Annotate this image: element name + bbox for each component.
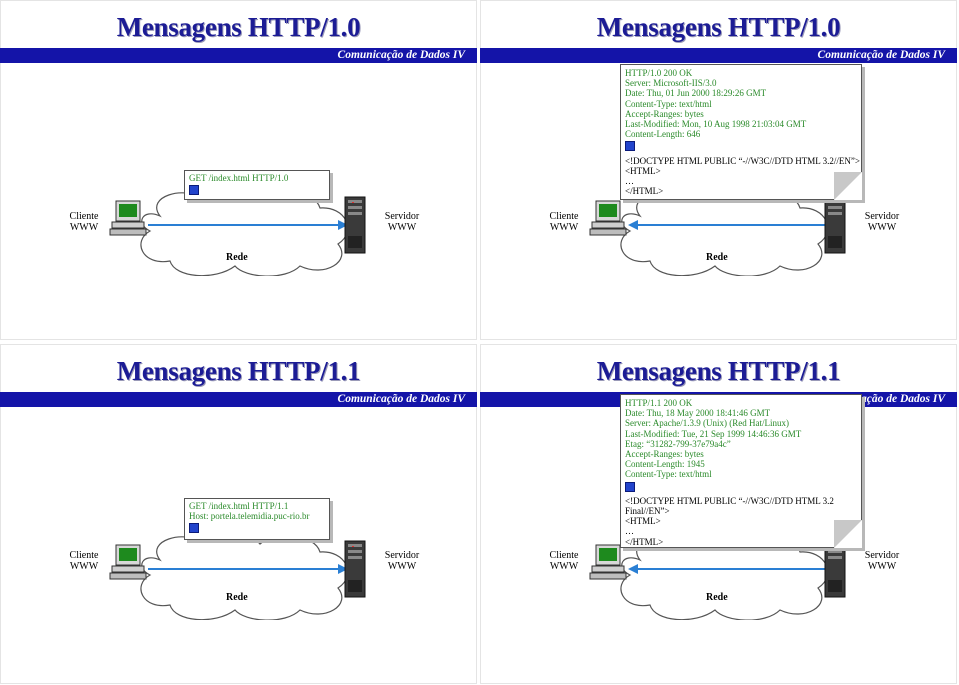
course-label: Comunicação de Dados IV [337,393,465,405]
response-arrow-line [638,568,828,570]
server-tower-icon [824,540,846,598]
header-line: Server: Apache/1.3.9 (Unix) (Red Hat/Lin… [625,418,789,429]
http-request-note: GET /index.html HTTP/1.1 Host: portela.t… [184,498,330,540]
request-arrow-line [148,568,338,570]
network-label: Rede [706,252,728,263]
client-computer-icon [589,200,627,236]
header-line: Accept-Ranges: bytes [625,108,704,119]
network-label: Rede [226,592,248,603]
footer-bar: Comunicação de Dados IV [480,48,957,63]
request-arrow-line [148,224,338,226]
header-end-icon [625,141,635,152]
server-label: Servidor WWW [864,211,900,233]
slide-http10-response: Mensagens HTTP/1.0 Comunicação de Dados … [480,0,957,340]
body-line: … [625,176,634,187]
slide-http10-request: Mensagens HTTP/1.0 Comunicação de Dados … [0,0,477,340]
server-label: Servidor WWW [864,550,900,572]
arrow-right-icon [338,564,348,574]
client-label: Cliente WWW [549,211,579,233]
server-tower-icon [344,196,366,254]
footer-bar: Comunicação de Dados IV [0,392,477,407]
header-line: HTTP/1.1 200 OK [625,398,693,408]
body-line: Final//EN”> [625,506,670,517]
slide-http11-response: Mensagens HTTP/1.1 Comunicação de Dados … [480,344,957,684]
request-line: GET /index.html HTTP/1.0 [189,173,289,183]
server-label: Servidor WWW [384,550,420,572]
request-line: GET /index.html HTTP/1.1 [189,501,289,511]
client-label: Cliente WWW [69,550,99,572]
slide-title: Mensagens HTTP/1.1 [596,356,841,386]
arrow-left-icon [628,220,638,230]
header-line: Content-Length: 1945 [625,459,705,470]
header-line: Last-Modified: Tue, 21 Sep 1999 14:46:36… [625,428,802,439]
header-line: HTTP/1.0 200 OK [625,68,693,78]
header-end-icon [625,481,635,492]
footer-bar: Comunicação de Dados IV [0,48,477,63]
message-end-icon [189,523,199,534]
header-line: Content-Type: text/html [625,98,712,109]
body-line: <!DOCTYPE HTML PUBLIC “-//W3C//DTD HTML … [625,155,860,166]
body-line: </HTML> [625,536,664,547]
response-body: <!DOCTYPE HTML PUBLIC “-//W3C//DTD HTML … [625,496,857,547]
header-line: Content-Length: 646 [625,129,701,140]
header-line: Date: Thu, 18 May 2000 18:41:46 GMT [625,408,771,419]
slide-title: Mensagens HTTP/1.0 [596,12,841,42]
slide-http11-request: Mensagens HTTP/1.1 Comunicação de Dados … [0,344,477,684]
header-line: Date: Thu, 01 Jun 2000 18:29:26 GMT [625,88,767,99]
client-label: Cliente WWW [549,550,579,572]
client-computer-icon [109,544,147,580]
message-end-icon [189,185,199,196]
network-cloud [140,531,349,620]
client-label: Cliente WWW [69,211,99,233]
course-label: Comunicação de Dados IV [337,49,465,61]
network-label: Rede [226,252,248,263]
arrow-right-icon [338,220,348,230]
network-label: Rede [706,592,728,603]
server-tower-icon [824,196,846,254]
response-body: <!DOCTYPE HTML PUBLIC “-//W3C//DTD HTML … [625,155,860,197]
course-label: Comunicação de Dados IV [817,49,945,61]
header-line: Server: Microsoft-IIS/3.0 [625,78,717,89]
body-line: </HTML> [625,186,664,197]
arrow-left-icon [628,564,638,574]
http-request-note: GET /index.html HTTP/1.0 [184,170,330,200]
header-line: Accept-Ranges: bytes [625,449,704,460]
body-line: <!DOCTYPE HTML PUBLIC “-//W3C//DTD HTML … [625,495,834,506]
header-line: Last-Modified: Mon, 10 Aug 1998 21:03:04… [625,119,807,130]
header-line: Content-Type: text/html [625,469,712,480]
slide-title: Mensagens HTTP/1.0 [116,12,361,42]
host-header: Host: portela.telemidia.puc-rio.br [189,511,310,522]
client-computer-icon [109,200,147,236]
client-computer-icon [589,544,627,580]
server-tower-icon [344,540,366,598]
slide-title: Mensagens HTTP/1.1 [116,356,361,386]
response-arrow-line [638,224,828,226]
body-line: … [625,526,634,537]
body-line: <HTML> [625,165,661,176]
page-fold [834,172,862,200]
body-line: <HTML> [625,516,661,527]
header-line: Etag: “31282-799-37e79a4c” [625,438,731,449]
server-label: Servidor WWW [384,211,420,233]
page-fold [834,520,862,548]
